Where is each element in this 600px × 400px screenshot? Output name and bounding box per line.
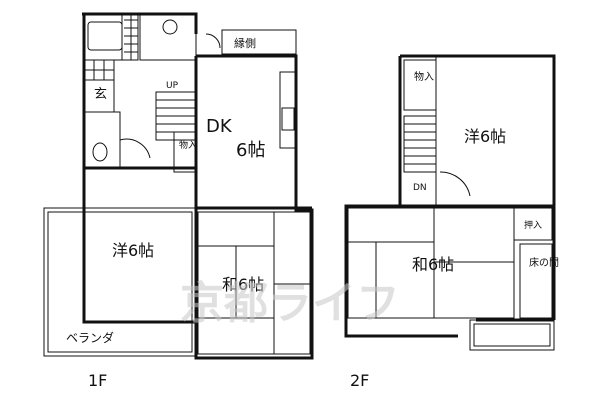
label-down: DN bbox=[413, 183, 427, 193]
balcony-2f bbox=[469, 319, 555, 351]
label-closet: 押入 bbox=[524, 219, 542, 231]
entrance-tiles bbox=[84, 60, 114, 81]
kitchen-counter bbox=[279, 71, 297, 149]
tile-floor bbox=[124, 14, 138, 60]
sink-icon bbox=[281, 107, 295, 131]
room-japanese-2f: 和6帖 bbox=[412, 255, 454, 274]
floor-1: 縁側 玄 UP 物入 DK 6帖 bbox=[43, 12, 314, 390]
tatami-2f bbox=[347, 207, 515, 319]
caption-2f: 2F bbox=[350, 371, 369, 390]
bathtub-icon bbox=[87, 21, 123, 51]
storage-1f bbox=[173, 131, 197, 173]
watermark: 京都ライフ bbox=[180, 278, 400, 329]
room-western-2f: 洋6帖 bbox=[464, 127, 506, 146]
storage-2f bbox=[403, 59, 437, 111]
washbasin-icon bbox=[162, 19, 178, 35]
label-up: UP bbox=[166, 81, 179, 91]
engawa bbox=[221, 29, 297, 55]
entrance-area bbox=[83, 59, 115, 113]
tatami-1f bbox=[197, 211, 311, 355]
caption-1f: 1F bbox=[88, 371, 107, 390]
room-japanese-1f: 和6帖 bbox=[222, 275, 264, 294]
toilet-room bbox=[83, 111, 121, 169]
tokonoma bbox=[519, 243, 553, 319]
room-dk-size: 6帖 bbox=[236, 140, 265, 161]
label-storage-1f: 物入 bbox=[179, 139, 197, 151]
room-dk-name: DK bbox=[206, 116, 233, 137]
label-tokonoma: 床の間 bbox=[529, 256, 559, 269]
label-storage-2f: 物入 bbox=[414, 70, 434, 83]
toilet-icon bbox=[92, 142, 108, 162]
label-entrance: 玄 bbox=[94, 87, 107, 102]
floor-2: 物入 DN 洋6帖 押入 和6帖 床の間 bbox=[344, 54, 559, 390]
label-engawa: 縁側 bbox=[234, 36, 256, 50]
room-western-1f: 洋6帖 bbox=[112, 241, 154, 260]
label-veranda: ベランダ bbox=[66, 330, 114, 345]
